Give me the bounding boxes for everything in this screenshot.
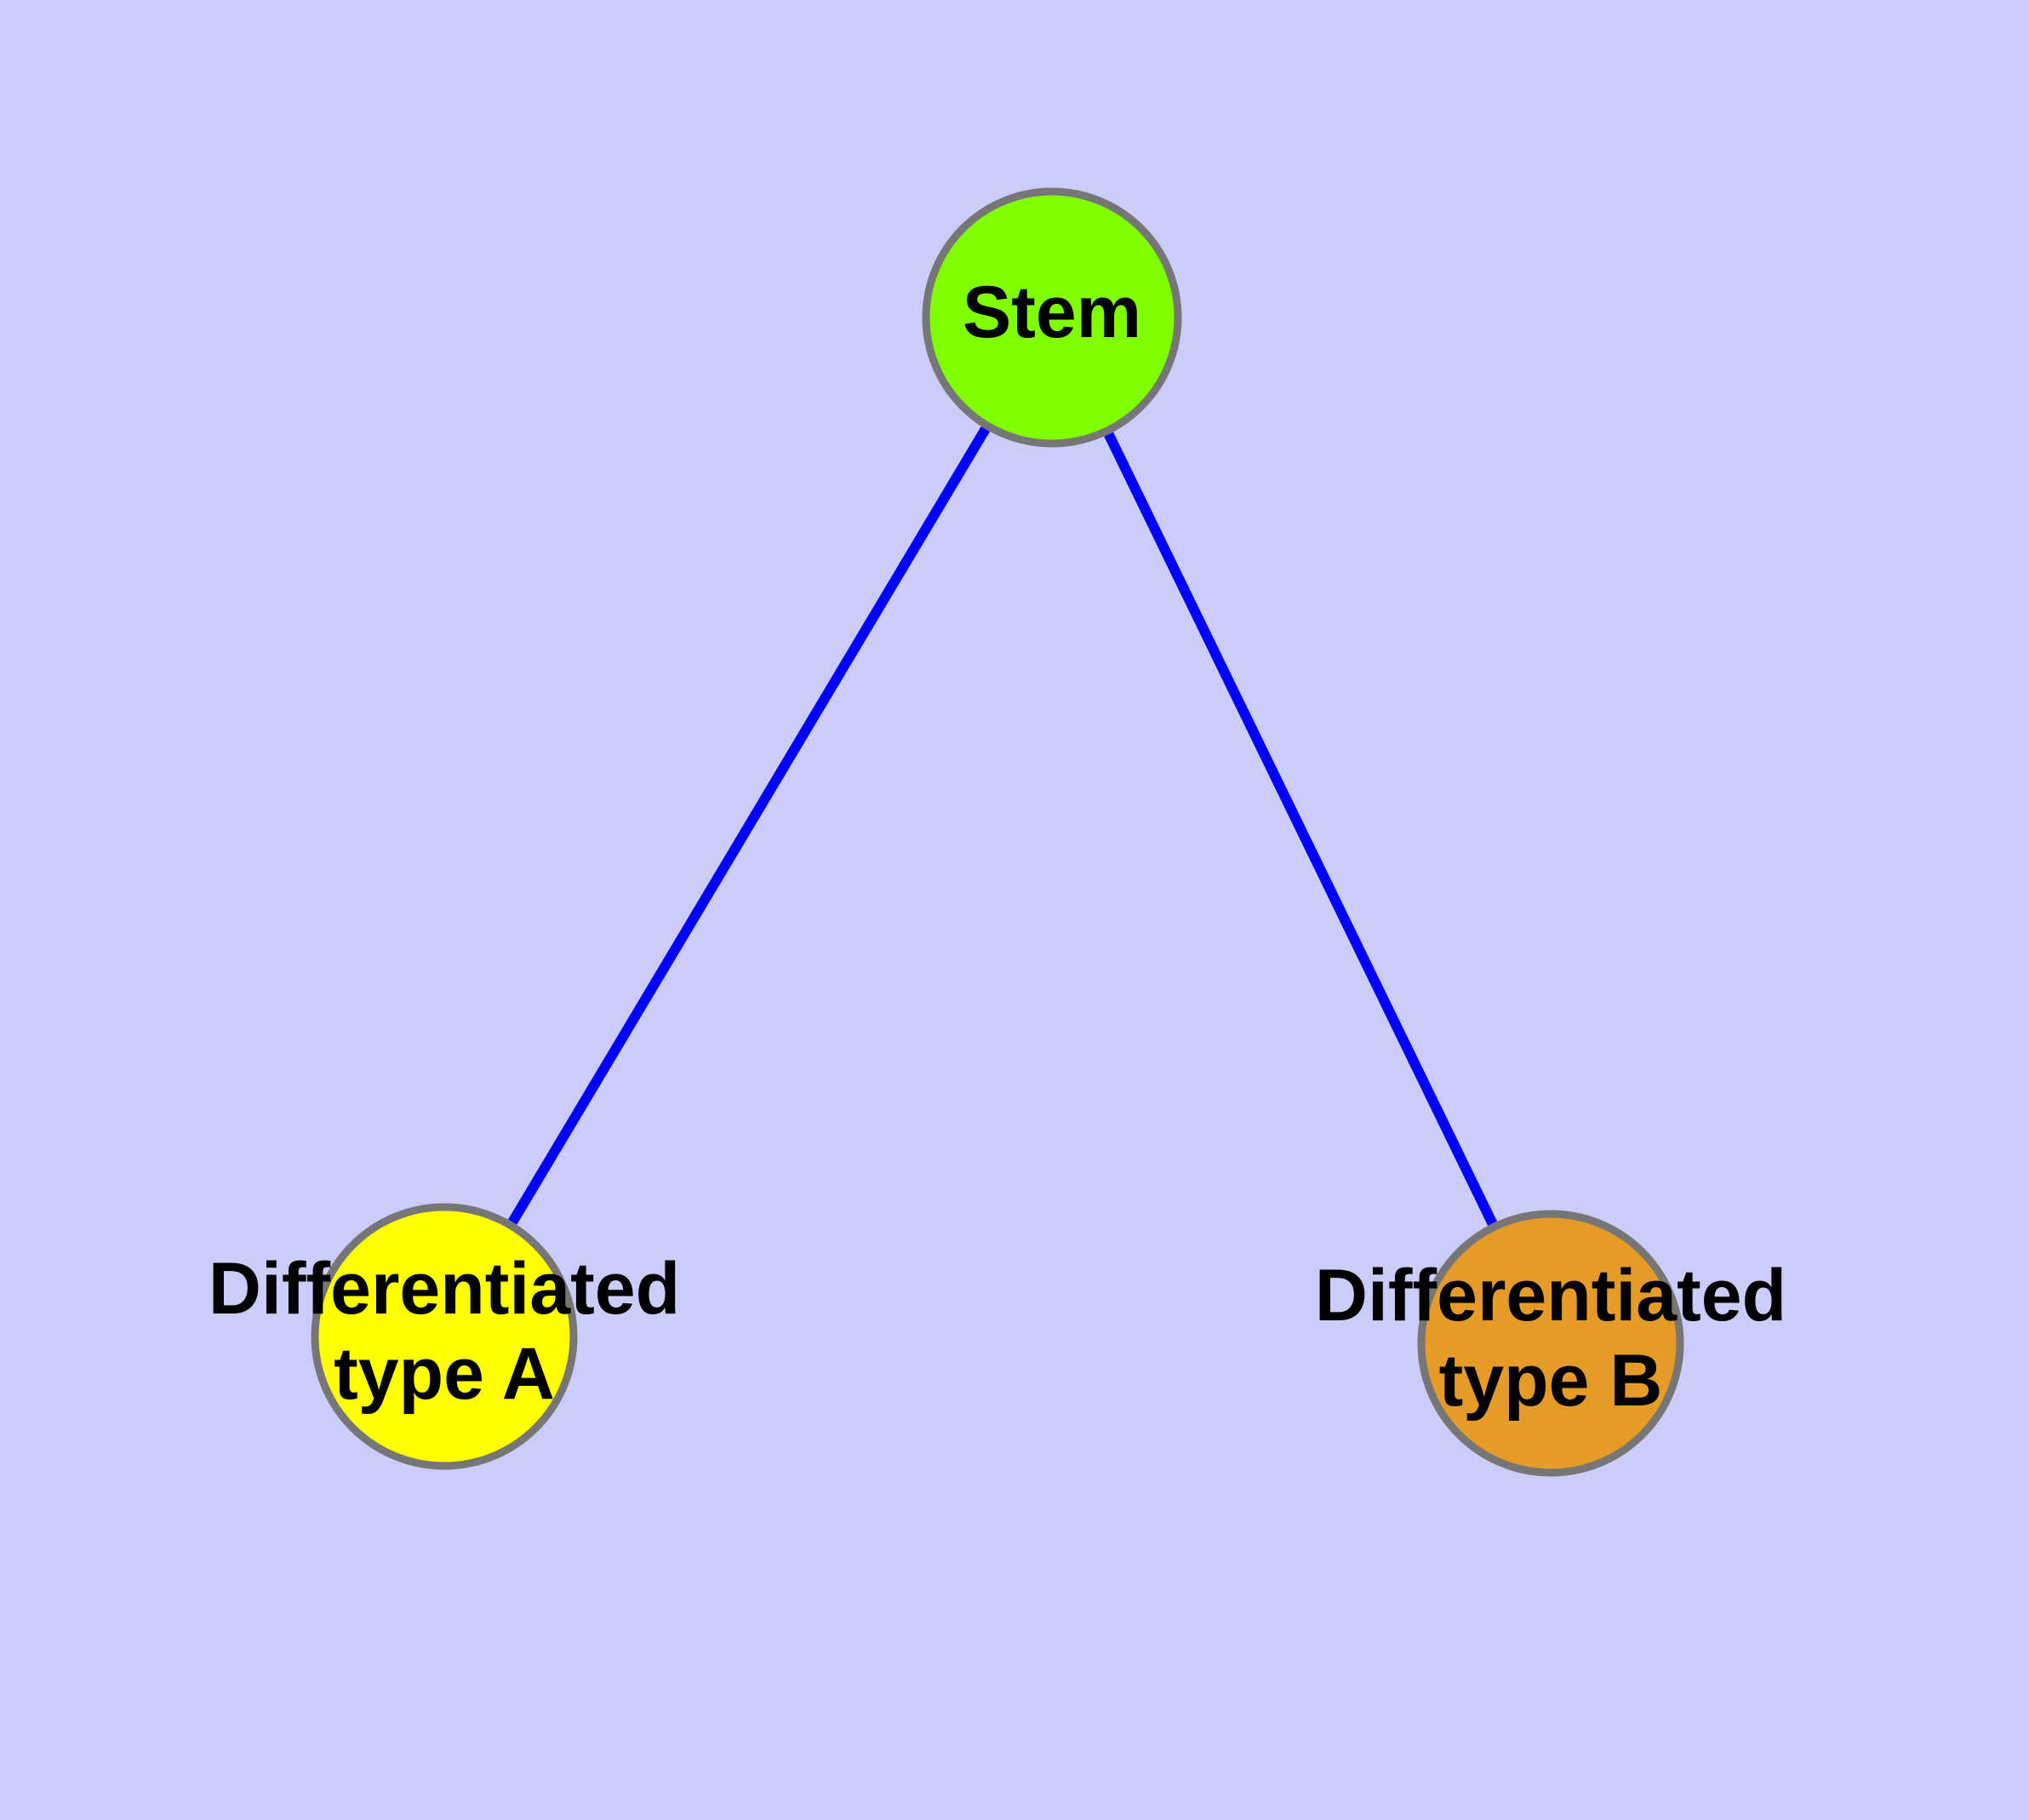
node-layer bbox=[311, 187, 1684, 1477]
node-stem[interactable] bbox=[922, 187, 1182, 448]
edge-layer bbox=[508, 426, 1497, 1226]
edge-stem-diff-a bbox=[508, 426, 991, 1225]
node-label-line: type A bbox=[334, 1333, 555, 1415]
node-diff-a[interactable] bbox=[311, 1203, 578, 1470]
node-label-line: Stem bbox=[963, 272, 1141, 353]
node-diff-b[interactable] bbox=[1417, 1210, 1684, 1477]
node-label-line: type B bbox=[1439, 1340, 1663, 1422]
node-label-line: Differentiated bbox=[1315, 1255, 1786, 1336]
edge-stem-diff-b bbox=[1104, 432, 1497, 1226]
node-label-stem: Stem bbox=[963, 272, 1141, 353]
node-label-line: Differentiated bbox=[209, 1248, 680, 1330]
